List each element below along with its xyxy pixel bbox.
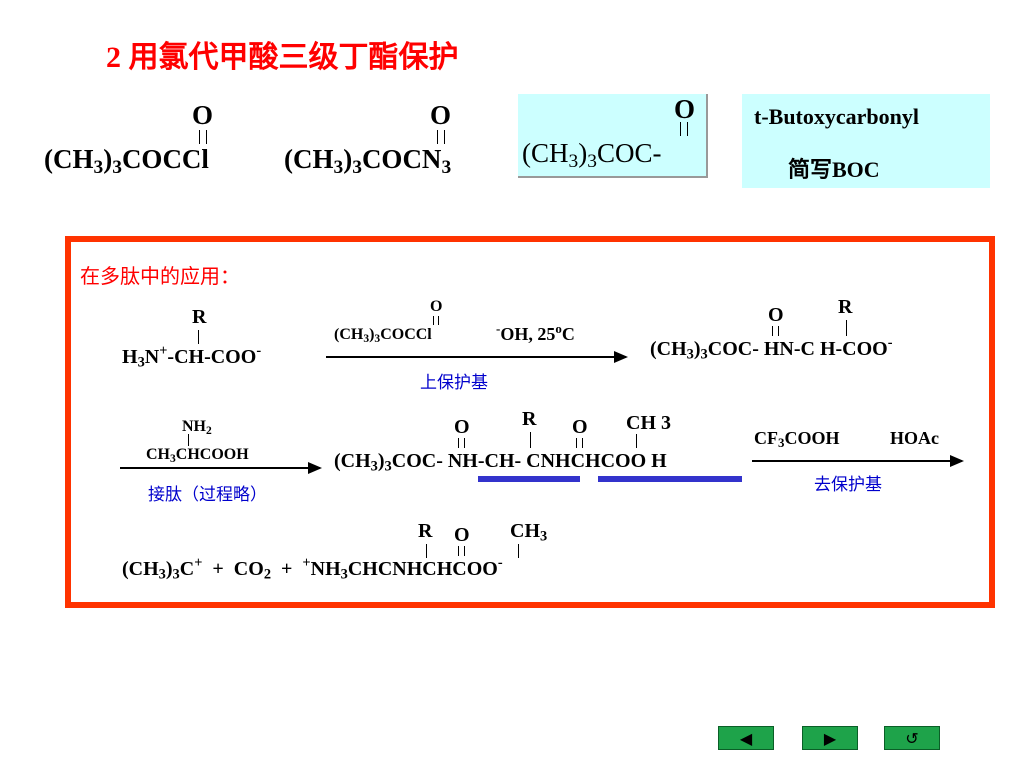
deprotection-reagent-hoac: HOAc <box>890 428 939 448</box>
step1-label: 上保护基 <box>420 373 488 393</box>
step2-label: 接肽（过程略） <box>148 485 267 505</box>
slide-title: 2 用氯代甲酸三级丁酯保护 <box>106 41 459 74</box>
boc-note: t-Butoxycarbonyl 简写BOC <box>742 94 990 188</box>
formula-text: (CH3)3C+ + CO2 + +NH3CHCNHCHCOO- <box>122 555 503 583</box>
formula-text: (CH3)3COC- NH-CH- CNHCHCOO H <box>334 450 667 475</box>
formula-text: CH3CHCOOH <box>146 446 249 465</box>
r-group: R <box>838 296 853 318</box>
r-group: R <box>418 520 433 542</box>
reagent-boc-azide: O (CH3)3COCN3 <box>284 100 504 190</box>
boc-amino-acid: O R (CH3)3COC- HN-C H-COO- <box>650 296 980 366</box>
step1-reagent: O (CH3)3COCCl <box>334 296 474 356</box>
step2-reagent: NH2 CH3CHCOOH <box>146 418 286 468</box>
double-bond <box>458 438 465 448</box>
double-bond <box>576 438 583 448</box>
boc-dipeptide: O R O CH 3 (CH3)3COC- NH-CH- CNHCHCOO H <box>334 408 754 478</box>
application-frame <box>65 236 995 608</box>
formula-text: H3N+-CH-COO- <box>122 343 262 371</box>
bond <box>188 434 189 446</box>
step1-arrow <box>326 351 628 363</box>
next-slide-button[interactable]: ▶ <box>802 726 858 750</box>
formula-text: (CH3)3COCCl <box>44 144 209 178</box>
double-bond <box>458 546 465 556</box>
prev-slide-button[interactable]: ◀ <box>718 726 774 750</box>
carbonyl-oxygen: O <box>454 524 470 546</box>
bond <box>426 544 427 558</box>
carbonyl-oxygen: O <box>768 304 784 326</box>
carbonyl-oxygen: O <box>674 94 696 124</box>
boc-abbreviation: 简写BOC <box>788 157 880 182</box>
double-bond <box>199 130 207 144</box>
formula-text: (CH3)3COCN3 <box>284 144 452 178</box>
double-bond <box>772 326 779 336</box>
bond <box>518 544 519 558</box>
deprotection-arrow <box>752 455 964 467</box>
double-bond <box>437 130 445 144</box>
bond <box>636 434 637 448</box>
formula-text: (CH3)3COC- <box>522 138 662 172</box>
residue-underline-2 <box>598 476 742 482</box>
double-bond <box>433 316 439 325</box>
next-arrow-icon: ▶ <box>823 728 837 748</box>
formula-text: (CH3)3COC- HN-C H-COO- <box>650 335 893 363</box>
prev-arrow-icon: ◀ <box>739 728 753 748</box>
carbonyl-oxygen: O <box>430 298 443 315</box>
formula-text: (CH3)3COCCl <box>334 326 432 345</box>
step1-conditions: -OH, 25oC <box>496 320 575 344</box>
deprotection-label: 去保护基 <box>814 475 882 495</box>
boc-group-highlight: O (CH3)3COC- <box>518 94 708 178</box>
carbonyl-oxygen: O <box>430 100 452 130</box>
bond <box>846 320 847 336</box>
methyl-group: CH 3 <box>626 412 671 434</box>
bond <box>198 330 199 344</box>
application-heading: 在多肽中的应用： <box>80 264 240 288</box>
r-group: R <box>522 408 537 430</box>
r-group: R <box>192 306 207 328</box>
amino-acid-start: R H3N+-CH-COO- <box>122 306 322 376</box>
residue-underline-1 <box>478 476 580 482</box>
double-bond <box>680 122 688 136</box>
carbonyl-oxygen: O <box>454 416 470 438</box>
return-icon: ↺ <box>905 728 919 748</box>
reagent-boc-chloride: O (CH3)3COCCl <box>44 100 264 190</box>
boc-full-name: t-Butoxycarbonyl <box>754 104 919 129</box>
step2-arrow <box>120 462 322 474</box>
carbonyl-oxygen: O <box>572 416 588 438</box>
bond <box>530 432 531 448</box>
methyl-group: CH3 <box>510 520 548 545</box>
return-button[interactable]: ↺ <box>884 726 940 750</box>
deprotection-products: R O CH3 (CH3)3C+ + CO2 + +NH3CHCNHCHCOO- <box>122 516 642 586</box>
amine-group: NH2 <box>182 418 212 437</box>
deprotection-reagent-cf3cooh: CF3COOH <box>754 428 840 451</box>
carbonyl-oxygen: O <box>192 100 214 130</box>
